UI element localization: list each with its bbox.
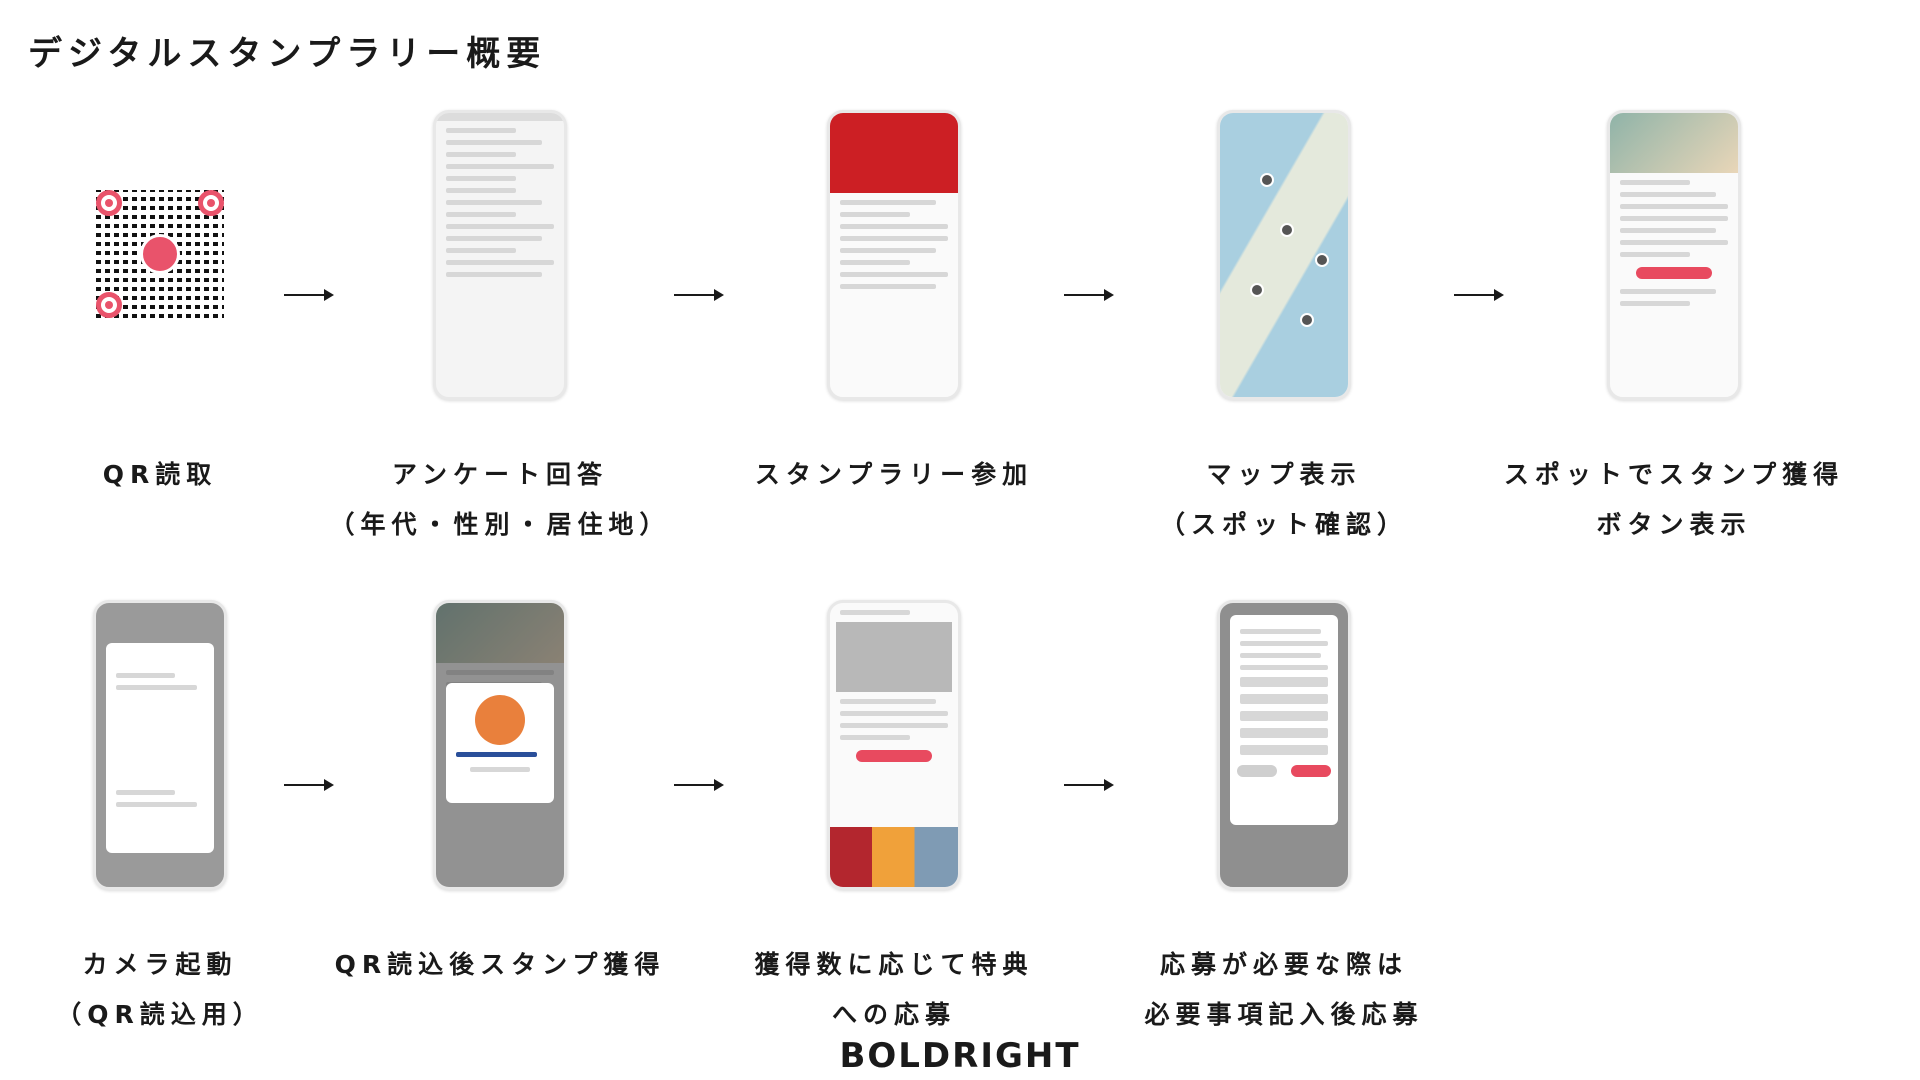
phone-screenshot-stamp [433,600,567,890]
step-caption: スタンプラリー参加 [754,460,1034,489]
phone-screenshot-application [1217,600,1351,890]
phone-screenshot-voucher [827,600,961,890]
brand-logo-text: BOLDRIGHT [839,1036,1081,1076]
arrow-icon [284,289,334,301]
step-caption: スポットでスタンプ獲得ボタン表示 [1503,460,1845,539]
step-stamp-button: スポットでスタンプ獲得ボタン表示 [1494,110,1854,539]
step-stamp-acquired: QR読込後スタンプ獲得 [320,600,680,980]
step-application: 応募が必要な際は必要事項記入後応募 [1104,600,1464,1029]
arrow-icon [674,779,724,791]
arrow-icon [284,779,334,791]
step-map: マップ表示（スポット確認） [1104,110,1464,539]
phone-screenshot-rally-top [827,110,961,400]
arrow-icon [1064,289,1114,301]
qr-code-image [96,190,224,318]
phone-screenshot-map [1217,110,1351,400]
arrow-icon [674,289,724,301]
step-reward: 獲得数に応じて特典への応募 [714,600,1074,1029]
step-camera: カメラ起動（QR読込用） [0,600,340,1029]
step-caption: 獲得数に応じて特典への応募 [754,950,1034,1029]
phone-screenshot-camera [93,600,227,890]
step-caption: アンケート回答（年代・性別・居住地） [329,460,671,539]
page-title: デジタルスタンプラリー概要 [28,34,547,74]
arrow-icon [1454,289,1504,301]
step-caption: QR読込後スタンプ獲得 [334,950,666,979]
arrow-icon [1064,779,1114,791]
step-caption: 応募が必要な際は必要事項記入後応募 [1144,950,1424,1029]
step-caption: カメラ起動（QR読込用） [56,950,264,1029]
step-survey: アンケート回答（年代・性別・居住地） [320,110,680,539]
step-join-rally: スタンプラリー参加 [714,110,1074,490]
phone-screenshot-survey [433,110,567,400]
step-caption: マップ表示（スポット確認） [1159,460,1408,539]
logo-icon [140,234,180,274]
step-caption: QR読取 [102,460,218,489]
step-qr-scan: QR読取 [0,110,340,490]
phone-screenshot-spot [1607,110,1741,400]
